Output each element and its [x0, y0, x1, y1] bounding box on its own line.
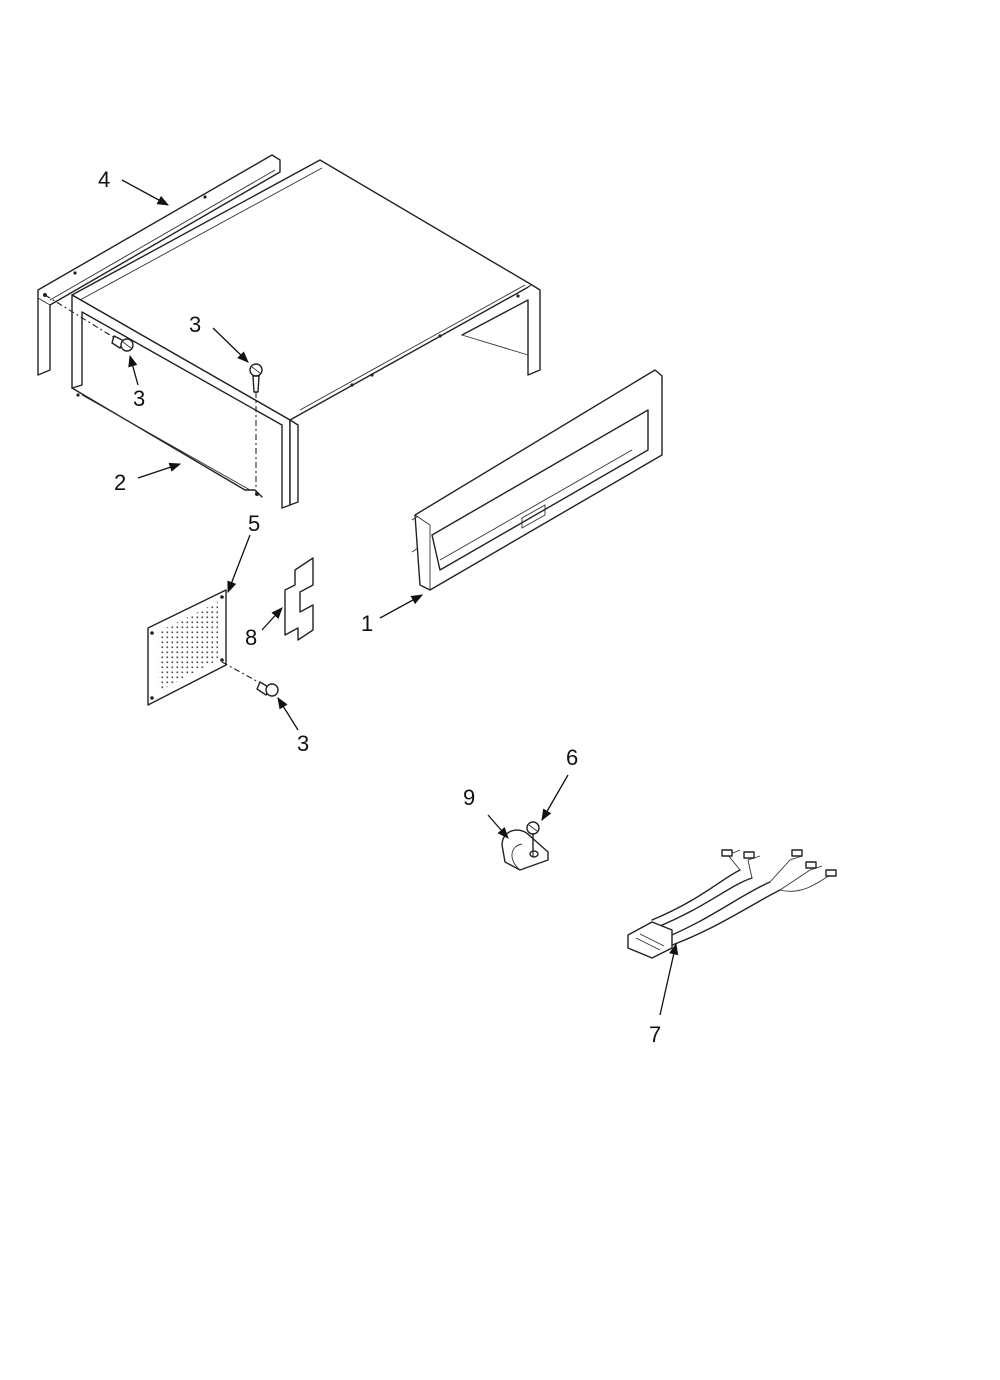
callout-2: 2 — [114, 470, 126, 495]
callout-7: 7 — [649, 1022, 661, 1047]
callout-6: 6 — [566, 745, 578, 770]
callout-4: 4 — [98, 167, 110, 192]
clamp-part-9 — [501, 829, 549, 871]
callout-3-left: 3 — [133, 386, 145, 411]
callout-8: 8 — [245, 625, 257, 650]
callout-5: 5 — [248, 511, 260, 536]
screw-left — [44, 294, 134, 352]
housing-part-2 — [71, 159, 541, 509]
callout-pointers — [121, 179, 679, 1016]
perforated-panel-part-5 — [147, 589, 279, 706]
callout-3-bottom: 3 — [297, 731, 309, 756]
callout-labels: 4 3 3 2 5 8 1 3 6 9 7 — [98, 167, 661, 1047]
insulation-part-8 — [284, 557, 314, 641]
callout-1: 1 — [361, 611, 373, 636]
callout-9: 9 — [463, 785, 475, 810]
screw-part-6 — [526, 821, 540, 856]
callout-3-top: 3 — [189, 312, 201, 337]
front-frame-part-1 — [411, 369, 663, 591]
wire-harness-part-7 — [627, 849, 837, 959]
screw-center — [249, 363, 263, 495]
